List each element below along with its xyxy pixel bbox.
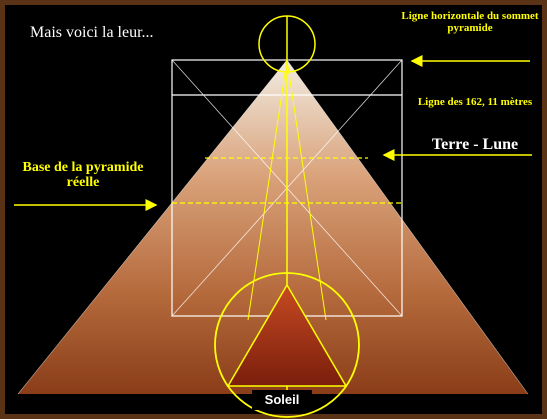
label-base-pyramide: Base de la pyramide réelle — [22, 160, 144, 191]
label-ligne-162: Ligne des 162, 11 mètres — [417, 96, 533, 108]
label-soleil: Soleil — [264, 392, 300, 407]
label-terre-lune: Terre - Lune — [431, 136, 519, 153]
label-sommet-line: Ligne horizontale du sommet pyramide — [401, 10, 539, 35]
pyramid — [18, 60, 528, 394]
diagram-title: Mais voici la leur... — [30, 24, 154, 41]
soleil-box — [252, 390, 312, 410]
sun-triangle — [226, 283, 348, 387]
sun-circle — [214, 272, 360, 418]
